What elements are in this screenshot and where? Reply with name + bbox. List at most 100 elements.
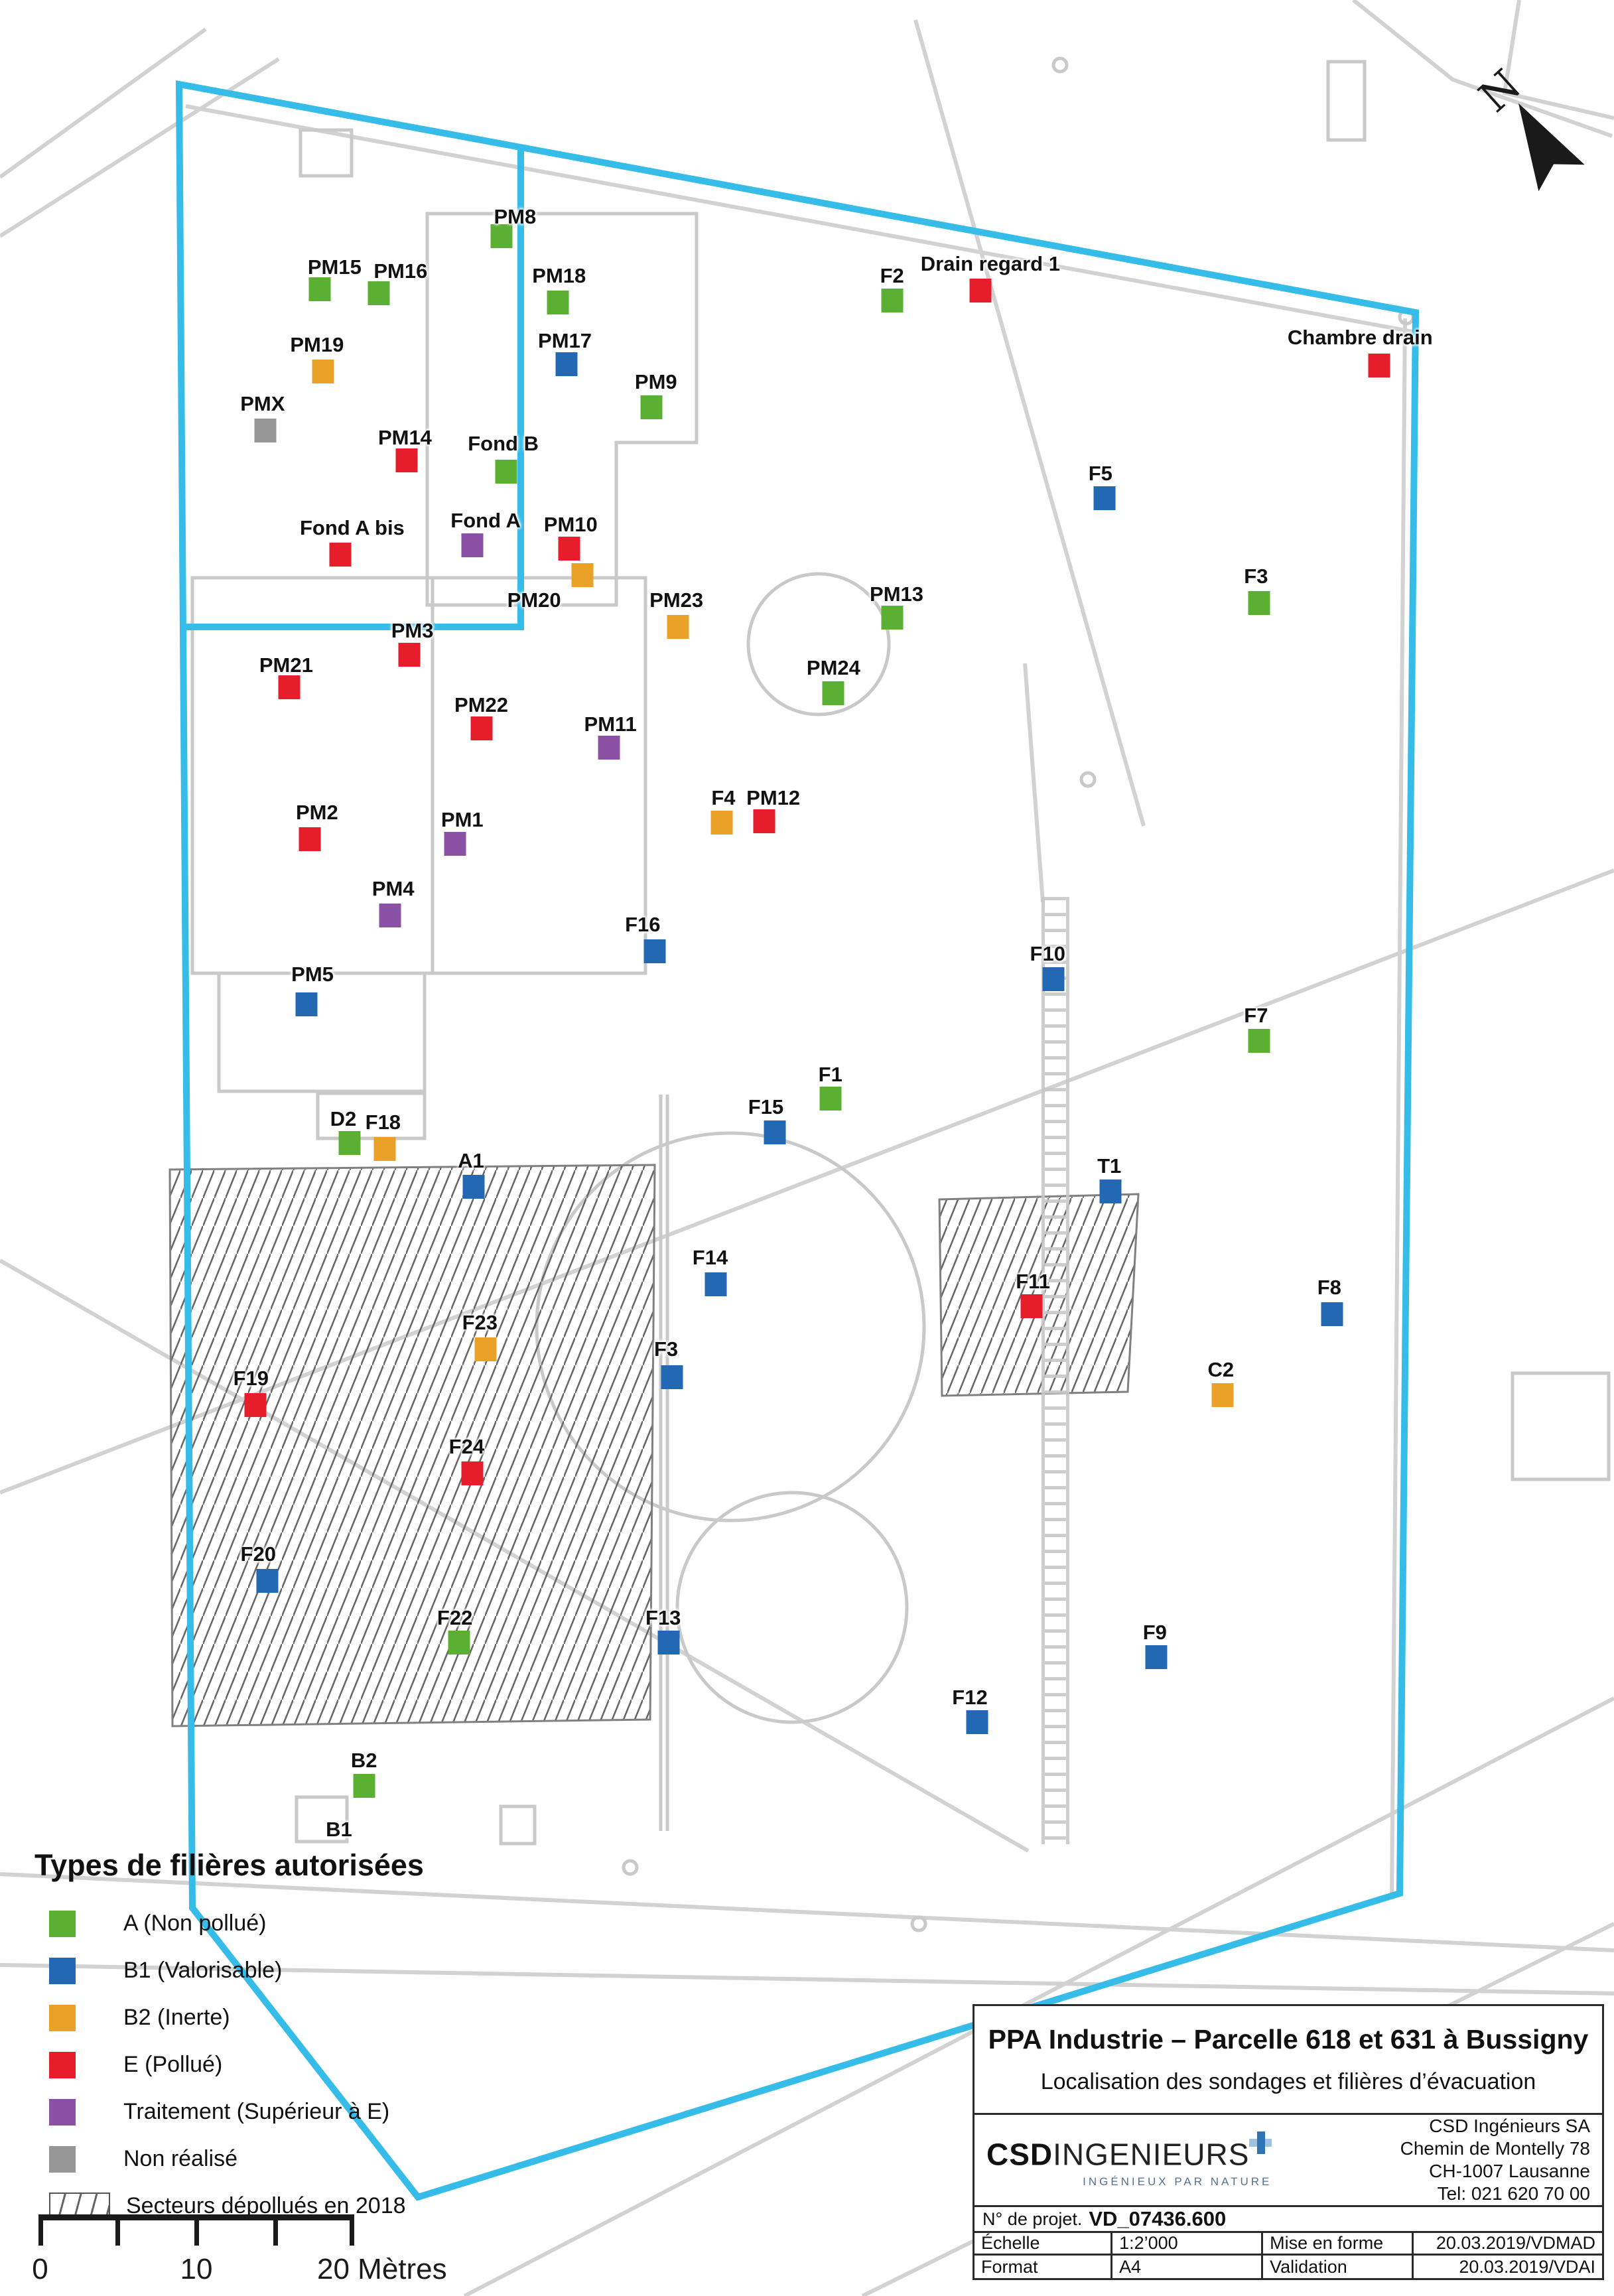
scale-label-10: 10	[180, 2253, 213, 2285]
marker-f3-haut	[1248, 591, 1270, 616]
marker-f11	[1020, 1294, 1043, 1319]
marker-label-pm14: PM14	[377, 426, 432, 449]
marker-f14	[705, 1272, 727, 1297]
marker-f8	[1321, 1302, 1343, 1326]
table-cell: Format	[975, 2256, 1113, 2278]
marker-label-t1: T1	[1097, 1154, 1122, 1178]
marker-label-pm15: PM15	[307, 255, 362, 279]
csd-logo: CSDINGENIEURS INGÉNIEUX PAR NATURE	[986, 2131, 1272, 2188]
marker-label-pm9: PM9	[634, 370, 677, 393]
legend-item-label: A (Non pollué)	[123, 1911, 267, 1936]
marker-f4	[710, 811, 733, 835]
marker-pm20	[571, 563, 594, 587]
map-extra-label-b1: B1	[326, 1818, 352, 1842]
marker-label-a1: A1	[458, 1148, 484, 1172]
legend-swatch-a	[49, 1910, 76, 1937]
marker-label-pm22: PM22	[454, 693, 509, 716]
marker-f22	[448, 1631, 470, 1655]
marker-pm19	[312, 359, 334, 383]
marker-label-pm11: PM11	[584, 712, 637, 736]
address-line-1: Chemin de Montelly 78	[1400, 2138, 1590, 2159]
marker-label-f12: F12	[952, 1685, 988, 1709]
marker-label-pm20: PM20	[507, 588, 561, 612]
marker-chambre-drain	[1368, 354, 1390, 378]
marker-label-f13: F13	[645, 1605, 681, 1629]
legend-item-label: E (Pollué)	[123, 2052, 223, 2077]
company-section: CSDINGENIEURS INGÉNIEUX PAR NATURE CSD I…	[975, 2115, 1602, 2207]
legend-title: Types de filières autorisées	[34, 1848, 424, 1882]
marker-label-b2: B2	[350, 1749, 377, 1773]
project-number-label: N° de projet.	[982, 2208, 1083, 2229]
marker-label-pm16: PM16	[373, 259, 428, 283]
marker-f15	[764, 1120, 786, 1145]
legend-swatch-t	[49, 2098, 76, 2126]
marker-pmx	[254, 418, 277, 442]
plan-subtitle: Localisation des sondages et filières d’…	[1040, 2069, 1536, 2094]
plan-title: PPA Industrie – Parcelle 618 et 631 à Bu…	[988, 2024, 1589, 2055]
marker-pm18	[547, 290, 569, 314]
marker-pm10	[558, 536, 580, 561]
legend-item-nr: Non réalisé	[29, 2135, 424, 2183]
marker-label-f23: F23	[462, 1310, 498, 1334]
marker-f2	[881, 289, 904, 313]
marker-fond-a	[461, 533, 484, 558]
legend-swatch-b2	[49, 2004, 76, 2031]
marker-t1	[1099, 1179, 1122, 1203]
marker-label-f7: F7	[1244, 1004, 1268, 1028]
marker-pm13	[881, 606, 904, 630]
marker-label-pm8: PM8	[494, 204, 537, 228]
marker-label-pm23: PM23	[649, 588, 704, 612]
marker-pm11	[598, 735, 620, 760]
legend-item-label: Secteurs dépollués en 2018	[126, 2193, 406, 2218]
scale-tick	[273, 2220, 278, 2246]
marker-f1	[819, 1087, 842, 1111]
scale-tick	[115, 2220, 120, 2246]
marker-label-pm21: PM21	[259, 653, 313, 677]
marker-label-f3-milieu: F3	[654, 1337, 679, 1361]
marker-fond-b	[495, 460, 517, 484]
parcel-boundary	[175, 80, 1420, 2201]
legend-item-e: E (Pollué)	[29, 2041, 424, 2088]
title-block-header: PPA Industrie – Parcelle 618 et 631 à Bu…	[975, 2006, 1602, 2115]
scale-label-20: 20 Mètres	[317, 2253, 447, 2285]
marker-label-pmx: PMX	[240, 392, 285, 416]
marker-label-pm24: PM24	[806, 655, 860, 679]
legend-items: A (Non pollué)B1 (Valorisable)B2 (Inerte…	[29, 1900, 424, 2183]
company-address: CSD Ingénieurs SA Chemin de Montelly 78 …	[1400, 2115, 1590, 2205]
marker-fond-a-bis	[329, 542, 352, 567]
scale-bar-line	[38, 2214, 354, 2220]
legend-swatch-e	[49, 2051, 76, 2078]
legend-item-t: Traitement (Supérieur à E)	[29, 2088, 424, 2135]
marker-label-f4: F4	[711, 785, 736, 809]
marker-label-pm2: PM2	[295, 800, 338, 824]
hatch-area-west	[168, 1164, 656, 1727]
marker-label-pm19: PM19	[290, 333, 344, 357]
north-arrow-icon: N	[1470, 60, 1585, 192]
company-name: CSD Ingénieurs SA	[1429, 2116, 1590, 2136]
logo-tagline: INGÉNIEUX PAR NATURE	[1083, 2175, 1272, 2188]
marker-drain-regard-1	[969, 278, 992, 303]
marker-pm22	[470, 716, 493, 741]
marker-pm23	[667, 614, 689, 639]
legend-item-label: B2 (Inerte)	[123, 2005, 230, 2030]
marker-pm17	[555, 352, 578, 376]
marker-label-pm12: PM12	[746, 785, 801, 809]
logo-text-bold: CSD	[986, 2137, 1053, 2172]
marker-pm1	[444, 831, 466, 856]
title-block: PPA Industrie – Parcelle 618 et 631 à Bu…	[973, 2004, 1604, 2280]
legend-item-a: A (Non pollué)	[29, 1900, 424, 1947]
marker-pm21	[278, 675, 301, 699]
marker-pm3	[398, 643, 421, 667]
marker-label-f15: F15	[748, 1095, 784, 1119]
marker-label-f24: F24	[448, 1434, 485, 1458]
marker-b2	[353, 1773, 375, 1798]
marker-pm4	[379, 904, 401, 928]
marker-label-f14: F14	[692, 1245, 728, 1269]
legend-item-b2: B2 (Inerte)	[29, 1994, 424, 2041]
marker-pm14	[395, 448, 418, 472]
marker-f3-milieu	[661, 1365, 683, 1390]
marker-label-pm18: PM18	[532, 263, 586, 287]
marker-pm8	[490, 224, 513, 248]
marker-label-fond-b: Fond B	[468, 432, 539, 455]
marker-f10	[1042, 967, 1065, 992]
